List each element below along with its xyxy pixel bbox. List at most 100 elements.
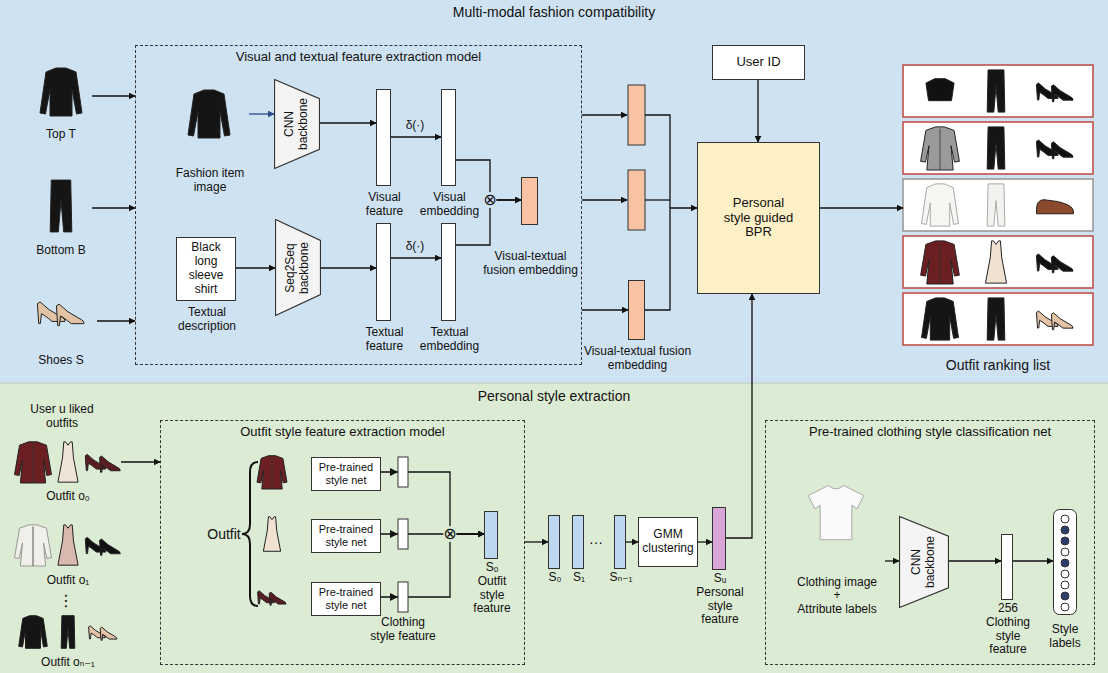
rotated-label: Seq2Seq backbone (284, 234, 312, 302)
heading: Personal style extraction (0, 388, 1108, 404)
caption: Outfit o₀ (9, 490, 127, 504)
node-text: Pre-trained style net (315, 523, 377, 548)
feature-vector: Textual embedding (441, 223, 456, 321)
item-image: Top T (30, 66, 92, 142)
node-text: Textual feature (357, 326, 413, 354)
caption: Textual feature (357, 326, 413, 354)
arrow-connector (626, 541, 638, 542)
feature-vector: Visual feature (376, 89, 391, 186)
label-dot (1061, 603, 1069, 611)
caption: 256Clothing style feature (978, 602, 1038, 657)
heel-picture (100, 627, 117, 640)
node-text: Textual embedding (418, 326, 482, 354)
arrow-connector (582, 309, 628, 310)
node-text: Top T (24, 128, 98, 142)
coat-seam (272, 457, 273, 489)
shirt-picture (19, 616, 48, 649)
node-text: Visual feature (357, 191, 413, 219)
caption: SₒOutfit style feature (466, 561, 518, 616)
node-text: Sₒ (466, 561, 518, 575)
node-text: Visual and textual feature extraction mo… (136, 50, 581, 65)
diagram-label: User u liked outfits (22, 403, 102, 431)
node-text: Outfit o₀ (9, 490, 127, 504)
node-text: CNN backbone (283, 93, 311, 156)
crop-picture (926, 79, 954, 101)
node-text: User ID (736, 55, 780, 70)
node-text: Clothing image (783, 576, 891, 590)
label-dot (1061, 592, 1069, 600)
label-column: Style labels (1053, 509, 1077, 615)
ranking-list: Outfit ranking list (903, 65, 1093, 345)
diagram-label: ⋮ (58, 593, 74, 609)
dress-picture (58, 442, 78, 482)
heel-picture (1051, 313, 1073, 330)
shirt-picture (922, 298, 959, 340)
heel-picture (269, 592, 286, 605)
label-dot (1061, 548, 1069, 556)
feature-vector (398, 582, 408, 612)
arrow-connector (645, 208, 697, 310)
node-text: Visual-textual fusion embedding (479, 250, 583, 278)
coat-picture (257, 456, 287, 489)
node-text: CNN backbone (910, 530, 938, 594)
node-text: Sᵤ (692, 572, 748, 586)
diagram-label: Clothing style feature (367, 616, 439, 644)
node-text: Shoes S (19, 354, 103, 368)
pants-picture (50, 180, 72, 232)
caption: Bottom B (24, 244, 98, 258)
trapezoid (276, 220, 321, 316)
coat-seam (940, 243, 941, 284)
diagram-label: ⊗ (443, 526, 456, 542)
node-text: Textual description (167, 306, 247, 334)
node-text: Pre-trained style net (315, 461, 377, 486)
node-text: Pre-trained style net (315, 586, 377, 611)
fusion-vector: Visual-textual fusion embedding (628, 280, 645, 340)
outfit-image: Outfit oₙ₋₁ (15, 614, 121, 670)
item-image: Clothing image+Attribute labels (789, 475, 885, 617)
node-text: Pre-trained clothing style classificatio… (766, 425, 1094, 440)
outfit-row (903, 122, 1093, 174)
arrow-connector (820, 207, 903, 208)
shirt-picture (188, 90, 230, 138)
caption: Style labels (1042, 623, 1088, 651)
node-text: Personal style feature (692, 586, 748, 627)
region-ground (0, 0, 1108, 383)
arrow-head (390, 593, 398, 601)
shoe-picture (1037, 200, 1074, 214)
heel-picture (56, 304, 84, 326)
rotated-label: CNN backbone (910, 530, 938, 594)
edge-label: δ(·) (404, 119, 427, 133)
caption: SᵤPersonal style feature (692, 572, 748, 627)
heel-picture (1051, 142, 1073, 159)
caption: Outfit oₙ₋₁ (9, 656, 127, 670)
backbone-trapezoid: CNN backbone (899, 516, 949, 608)
label-dot (1061, 559, 1069, 567)
arrow-connector (949, 560, 1001, 561)
coat-seam (33, 444, 34, 483)
node-text: GMM clustering (642, 528, 694, 556)
fusion-vector (628, 170, 645, 230)
fusion-vector: Visual-textual fusion embedding (521, 177, 538, 225)
node-text: Visual-textual fusion embedding (576, 345, 700, 373)
caption: S₁ (564, 571, 594, 585)
node-text: Outfit oₙ₋₁ (9, 656, 127, 670)
arrow-connector (525, 541, 548, 542)
trapezoid (275, 80, 320, 169)
arrow-head (390, 468, 398, 476)
process-box: Pre-trained style net (311, 457, 381, 491)
diagram-label: ··· (589, 535, 603, 549)
coat-picture (921, 241, 960, 284)
caption: Textual embedding (418, 326, 482, 354)
heel-picture (1051, 256, 1073, 273)
item-image: Bottom B (30, 178, 92, 258)
node-text: Personal style guided BPR (718, 196, 799, 241)
caption: Visual embedding (418, 191, 482, 219)
pants-picture (987, 127, 1005, 169)
node-text: Clothing style feature (978, 616, 1038, 657)
merge-line (645, 115, 670, 208)
outfit-row (903, 236, 1093, 288)
label-dot (1061, 570, 1069, 578)
label-column-shape (1053, 509, 1077, 615)
process-box: Personal style guided BPR (697, 142, 820, 294)
